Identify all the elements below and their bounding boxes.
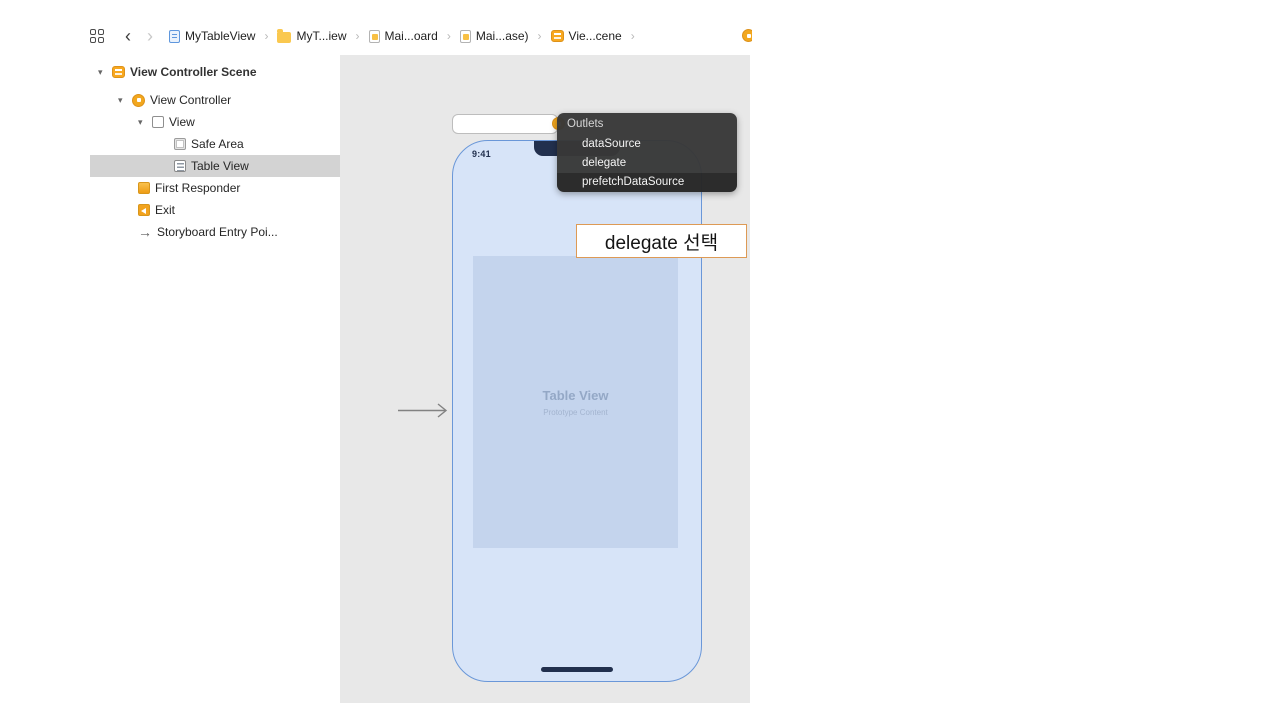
breadcrumb-item-storyboard-base[interactable]: Mai...ase): [459, 29, 529, 43]
outline-row-label: View: [169, 115, 195, 129]
outline-row-label: View Controller: [150, 93, 232, 107]
breadcrumb-separator: ›: [537, 29, 542, 43]
back-button[interactable]: ‹: [125, 26, 131, 46]
outline-row-label: First Responder: [155, 181, 241, 195]
forward-button[interactable]: ›: [147, 26, 153, 46]
breadcrumb-separator: ›: [355, 29, 360, 43]
view-controller-view[interactable]: 9:41 Table View Prototype Content: [452, 140, 702, 682]
disclosure-triangle-icon[interactable]: ▾: [98, 66, 103, 77]
outline-row-view[interactable]: ▾ View: [90, 111, 340, 133]
connection-popup: Outlets dataSource delegate prefetchData…: [557, 113, 737, 192]
related-items-icon[interactable]: [90, 28, 105, 44]
folder-icon: [277, 28, 292, 43]
breadcrumb-label: Vie...cene: [568, 29, 622, 43]
first-responder-icon: [138, 182, 150, 194]
outlet-item-datasource[interactable]: dataSource: [582, 138, 641, 150]
document-outline: ▾ View Controller Scene ▾ View Controlle…: [90, 55, 340, 703]
view-icon: [152, 116, 164, 128]
outline-row-view-controller[interactable]: ▾ View Controller: [90, 89, 340, 111]
safe-area-icon: [174, 138, 186, 150]
table-view-title: Table View: [542, 387, 609, 403]
disclosure-triangle-icon[interactable]: ▾: [118, 94, 123, 105]
outlet-item-prefetchdatasource[interactable]: prefetchDataSource: [557, 173, 737, 192]
connection-popup-title: Outlets: [567, 118, 604, 130]
breadcrumb-separator: ›: [446, 29, 451, 43]
status-bar-time: 9:41: [472, 149, 491, 159]
scene-icon: [550, 30, 564, 42]
breadcrumb-separator: ›: [630, 29, 635, 43]
breadcrumb-label: MyTableView: [185, 29, 256, 43]
outline-row-first-responder[interactable]: First Responder: [90, 177, 340, 199]
annotation-callout: delegate 선택: [576, 224, 747, 258]
outline-row-exit[interactable]: Exit: [90, 199, 340, 221]
home-indicator: [541, 667, 613, 672]
breadcrumb-label: Mai...oard: [384, 29, 438, 43]
storyboard-entry-arrow[interactable]: [397, 402, 453, 419]
disclosure-triangle-icon[interactable]: ▾: [138, 116, 143, 127]
outline-row-label: Safe Area: [191, 137, 244, 151]
outline-row-table-view[interactable]: Table View: [90, 155, 340, 177]
storyboard-file-icon: [368, 29, 380, 43]
jump-bar: ‹ › MyTableView › MyT...iew › Mai...oard…: [90, 22, 752, 50]
outline-row-storyboard-entry-point[interactable]: → Storyboard Entry Poi...: [90, 221, 340, 243]
breadcrumb-item-scene[interactable]: Vie...cene: [550, 29, 622, 43]
view-controller-icon: [132, 93, 145, 107]
table-view-icon: [174, 160, 186, 172]
breadcrumb-item-storyboard[interactable]: Mai...oard: [368, 29, 438, 43]
outline-row-view-controller-scene[interactable]: ▾ View Controller Scene: [90, 61, 340, 83]
storyboard-file-icon: [459, 29, 471, 43]
storyboard-canvas[interactable]: 9:41 Table View Prototype Content Outlet…: [340, 55, 750, 703]
breadcrumb-separator: ›: [264, 29, 269, 43]
outline-row-safe-area[interactable]: Safe Area: [90, 133, 340, 155]
table-view-object[interactable]: Table View Prototype Content: [473, 256, 678, 548]
scene-icon: [112, 66, 125, 78]
outline-row-label: Exit: [155, 203, 176, 217]
breadcrumb-label: MyT...iew: [296, 29, 347, 43]
table-view-subtitle: Prototype Content: [543, 407, 608, 417]
project-file-icon: [169, 29, 180, 43]
breadcrumb-label: Mai...ase): [475, 29, 529, 43]
outline-row-label: Storyboard Entry Poi...: [157, 225, 278, 239]
breadcrumb-item-project[interactable]: MyTableView: [169, 29, 255, 43]
outline-row-label: Table View: [191, 159, 249, 173]
breadcrumb-item-group[interactable]: MyT...iew: [277, 28, 347, 43]
view-controller-header-bar[interactable]: [452, 114, 558, 134]
entry-point-icon: →: [138, 224, 152, 240]
outline-row-label: View Controller Scene: [130, 65, 257, 79]
view-controller-icon[interactable]: [742, 29, 752, 42]
outlet-item-delegate[interactable]: delegate: [582, 157, 627, 169]
exit-icon: [138, 204, 150, 216]
